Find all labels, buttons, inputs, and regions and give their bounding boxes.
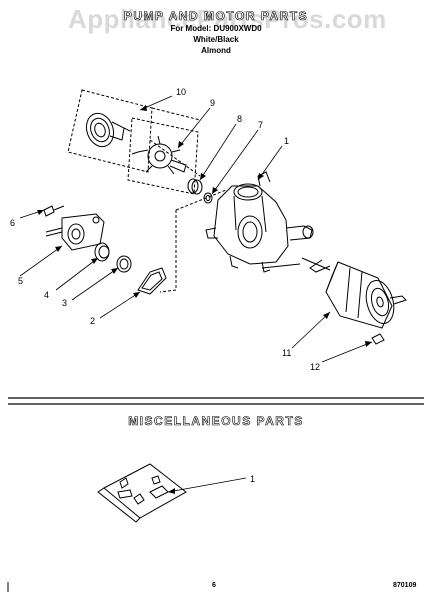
callout-3: 3: [62, 298, 67, 308]
misc-section-title: MISCELLANEOUS PARTS: [128, 414, 304, 429]
part-9-drawing: [131, 135, 187, 175]
callout-7: 7: [258, 120, 263, 130]
callout-9: 9: [210, 98, 215, 108]
part-2-gasket: [137, 267, 167, 295]
leader-arrowheads: [37, 105, 372, 347]
model-line: For Model: DU900XWD0: [170, 24, 262, 33]
part-10-drawing: [85, 112, 131, 148]
page-title: PUMP AND MOTOR PARTS: [123, 9, 309, 24]
misc-leader-arrowhead: [168, 488, 175, 494]
page-number: 6: [212, 582, 216, 589]
misc-part-1-kit: [97, 463, 247, 523]
callout-10: 10: [176, 87, 186, 97]
callout-8: 8: [237, 114, 242, 124]
part-9-dashed-box: [127, 117, 199, 195]
part-12-screw: [371, 333, 385, 345]
part-8-drawing: [187, 178, 203, 195]
color-line-1: White/Black: [193, 35, 239, 44]
leader-lines: [19, 95, 373, 363]
document-id: 870109: [393, 582, 417, 589]
part-4-seal: [94, 242, 110, 262]
part-1-pump-housing: [205, 171, 314, 273]
callout-4: 4: [44, 290, 49, 300]
callout-1: 1: [284, 136, 289, 146]
part-3-ring: [116, 255, 132, 273]
part-10-dashed-box: [67, 89, 153, 173]
color-line-2: Almond: [201, 46, 231, 55]
callout-11: 11: [282, 348, 291, 358]
section-divider: [8, 397, 424, 405]
assembly-guide-lines: [149, 107, 227, 293]
callout-5: 5: [18, 276, 23, 286]
misc-callout-1: 1: [250, 474, 255, 484]
callout-6: 6: [10, 218, 15, 228]
watermark: AppliancePartsPros.com: [68, 4, 387, 34]
callout-2: 2: [90, 316, 95, 326]
part-11-motor: [301, 257, 407, 329]
part-6-screw: [43, 205, 65, 217]
part-7-drawing: [203, 192, 213, 204]
callout-12: 12: [310, 362, 320, 372]
part-5-bracket: [45, 213, 105, 251]
